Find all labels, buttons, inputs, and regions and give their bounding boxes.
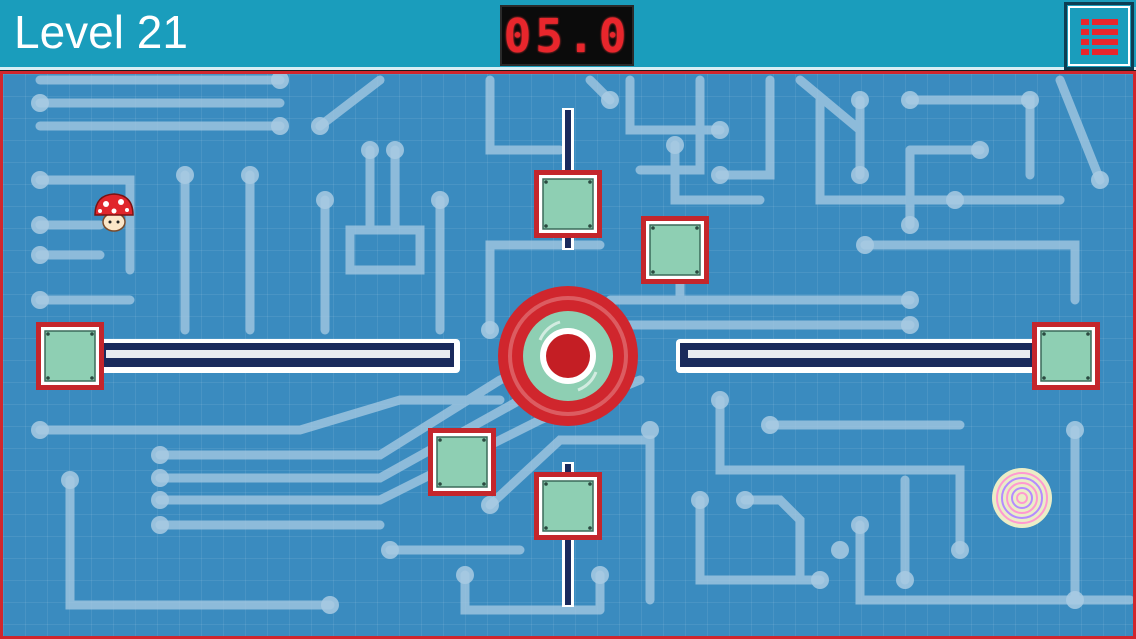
circuit-pads: [31, 74, 1109, 614]
timer-value: 05.0: [503, 8, 631, 63]
menu-list-icon: [1081, 19, 1118, 55]
top-block[interactable]: [534, 170, 602, 238]
center-switch-button[interactable]: [498, 286, 638, 426]
countdown-timer: 05.0: [500, 5, 634, 66]
right-rail: [676, 339, 1038, 373]
upper-right-block[interactable]: [641, 216, 709, 284]
lower-left-block[interactable]: [428, 428, 496, 496]
spiral-portal-icon: [992, 468, 1052, 528]
top-bar: Level 21 05.0: [0, 0, 1136, 70]
bottom-block[interactable]: [534, 472, 602, 540]
mushroom-icon[interactable]: [94, 193, 134, 232]
board-canvas: [31, 74, 1133, 615]
right-block[interactable]: [1032, 322, 1100, 390]
left-rail: [98, 339, 460, 373]
game-board[interactable]: [0, 71, 1136, 639]
left-block[interactable]: [36, 322, 104, 390]
slider-blocks: [36, 170, 1100, 540]
menu-button[interactable]: [1064, 2, 1134, 70]
level-title: Level 21: [14, 6, 188, 58]
